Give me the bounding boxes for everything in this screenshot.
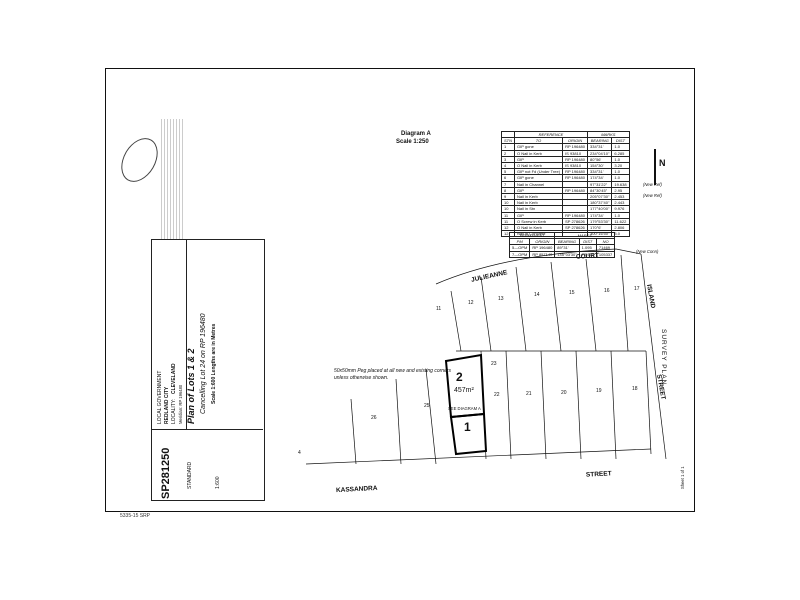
reference-cell: GIP not Fd (Under Tree) <box>513 168 564 176</box>
reference-cell: 6.285 <box>611 149 630 157</box>
neighbour-lot: 12 <box>468 300 474 306</box>
north-arrow-icon <box>654 149 656 185</box>
reference-cell: 205°07'30" <box>587 193 613 201</box>
diagram-title: Diagram A <box>401 131 431 137</box>
neighbour-lot: 16 <box>604 288 610 294</box>
reference-cell: 174°34' <box>587 211 613 219</box>
reference-cell: Nail in Channel <box>513 180 564 188</box>
neighbour-lot: 23 <box>491 361 497 367</box>
court-boundary <box>435 248 642 285</box>
reference-cell: 154°30' <box>587 161 613 170</box>
permanent-group-label: PERMANENT <box>508 231 556 240</box>
reference-cell: 2.453 <box>611 193 630 201</box>
title-divider <box>186 239 187 429</box>
kassandra-street-label: STREET <box>585 470 612 479</box>
footer-code: 5335-15 SRP <box>120 513 151 519</box>
neighbour-lot: 14 <box>534 292 540 298</box>
island-street-boundary <box>640 253 667 460</box>
reference-cell: O Nail in Kerb <box>513 224 564 232</box>
reference-cell: 2.806 <box>611 224 630 232</box>
lot-plan-drawing <box>305 248 667 465</box>
reference-cell: 179°53'30" <box>587 217 613 226</box>
peg-note-line-2: unless otherwise shown. <box>334 375 389 381</box>
reference-cell: 11.622 <box>611 217 630 226</box>
permanent-cell: 105337 <box>595 250 616 258</box>
lot-2-number: 2 <box>456 370 463 384</box>
reference-cell: O Screw in Kerb <box>513 217 564 226</box>
pm-marks-group-label: MARKS <box>554 231 616 240</box>
neighbour-lot: 19 <box>596 388 602 394</box>
survey-plan-sheet: SURVEY PLAN Plan of Lots 1 & 2 Cancellin… <box>105 68 695 512</box>
permanent-cell: 7—OPM <box>508 250 531 258</box>
reference-cell: O Nail in Kerb <box>513 161 564 170</box>
reference-cell: 177°40'00" <box>587 205 613 213</box>
new-conn-note: (New Conn) <box>636 249 659 254</box>
reference-cell: 2.443 <box>611 199 630 207</box>
kassandra-street-boundary <box>305 448 652 465</box>
lot-1-boundary <box>449 412 488 456</box>
north-label-icon: N <box>659 158 666 168</box>
reference-cell: 180°37'40" <box>587 199 613 207</box>
reference-cell: 2.95 <box>611 186 630 195</box>
lot-2-area: 457m² <box>454 387 474 394</box>
diagram-scale: Scale 1:250 <box>396 139 429 145</box>
neighbour-lot: 15 <box>569 290 575 296</box>
peg-note-line-1: 50x50mm Peg placed at all new and existi… <box>334 368 452 374</box>
col-pm: PM <box>508 238 531 246</box>
col-bearing: BEARING <box>587 137 613 145</box>
marks-group-label: MARKS <box>587 130 630 139</box>
title-divider <box>151 429 263 430</box>
neighbour-lot: 21 <box>526 391 532 397</box>
reference-cell: 3.20 <box>611 161 630 170</box>
neighbour-lot: 25 <box>424 403 430 409</box>
lot-1-number: 1 <box>464 420 471 434</box>
reference-cell: 174°34' <box>587 174 613 182</box>
neighbour-lot: 22 <box>494 392 500 398</box>
neighbour-lot: 26 <box>371 415 377 421</box>
col-dist: DIST <box>611 137 630 145</box>
reference-cell: 334°31' <box>587 143 613 151</box>
title-block <box>151 239 265 501</box>
permanent-cell: 5—OPM <box>508 244 531 252</box>
reference-cell: 334°31' <box>587 168 613 176</box>
reference-marks-table: REFERENCE MARKS STN TO ORIGIN BEARING DI… <box>501 130 630 238</box>
reference-cell: 9.976 <box>611 205 630 213</box>
permanent-cell: 89°31' <box>554 244 580 252</box>
reference-cell: 80°56' <box>587 155 613 164</box>
col-to: TO <box>513 137 564 145</box>
reference-cell: 170°6' <box>587 224 613 232</box>
new-ref-note: (New Ref) <box>643 193 662 198</box>
reference-cell: O Nail in Kerb <box>513 149 564 157</box>
permanent-cell: 71469 <box>595 244 616 252</box>
neighbour-lot: 13 <box>498 296 504 302</box>
neighbour-lot: 18 <box>632 386 638 392</box>
certificate-text-block <box>161 119 185 239</box>
reference-cell: 97°31'22" <box>587 180 613 188</box>
col-pm-bearing: BEARING <box>554 238 580 246</box>
reference-cell: 84°30'45" <box>587 186 613 195</box>
reference-cell: 234°04'10" <box>587 149 613 157</box>
see-diagram-note: SEE DIAGRAM A <box>448 406 481 411</box>
col-pm-no: NO <box>595 238 616 246</box>
neighbour-lot: 20 <box>561 390 567 396</box>
neighbour-lot: 17 <box>634 286 640 292</box>
new-ref-note: (New Ref) <box>643 182 662 187</box>
reference-group-label: REFERENCE <box>513 130 589 139</box>
neighbour-lot: 4 <box>298 450 301 456</box>
reference-cell: 19.638 <box>611 180 630 188</box>
neighbour-lot: 11 <box>436 306 442 312</box>
